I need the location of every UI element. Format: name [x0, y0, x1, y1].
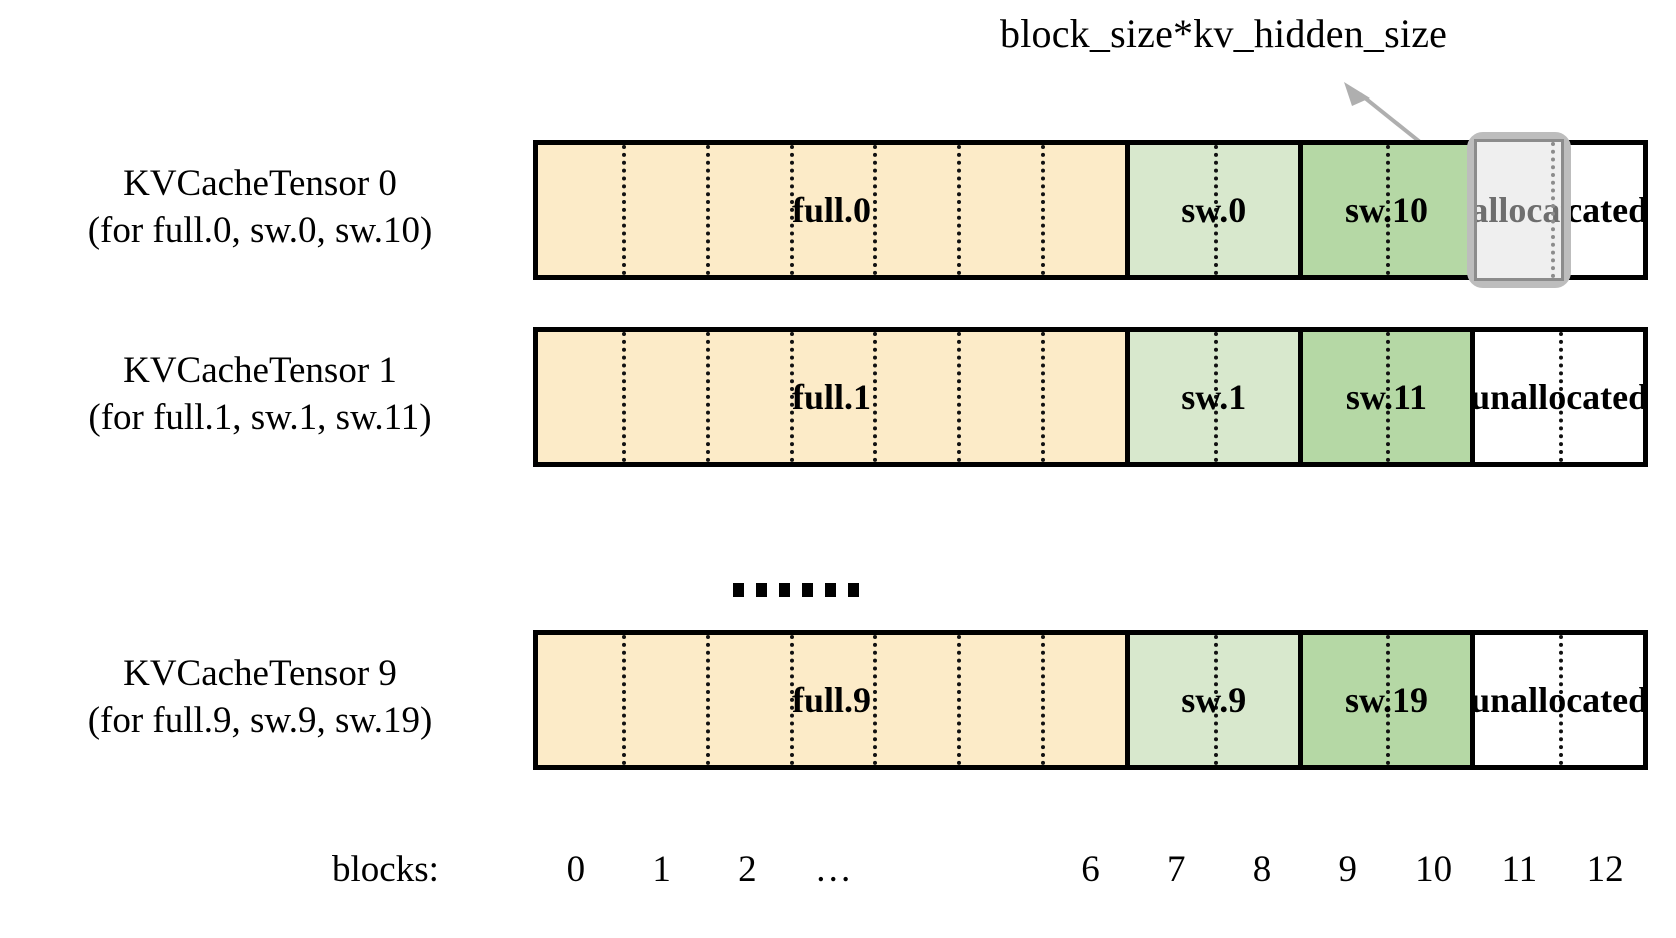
axis-tick-label: 6: [1081, 849, 1100, 890]
axis-tick-label: 1: [652, 849, 671, 890]
segment-label: unallocated: [1470, 680, 1643, 720]
block-divider: [1551, 142, 1556, 278]
block-divider: [1386, 332, 1391, 462]
sw-dark-segment[interactable]: sw.19: [1297, 635, 1471, 765]
sw-light-segment[interactable]: sw.9: [1124, 635, 1298, 765]
tensor-contents: (for full.0, sw.0, sw.10): [87, 210, 433, 251]
block-divider: [789, 332, 794, 462]
axis-tick-label: 12: [1586, 849, 1624, 890]
sw-light-segment[interactable]: sw.1: [1124, 332, 1298, 462]
block-divider: [705, 332, 710, 462]
highlighted-block-label: unallocated: [1477, 190, 1561, 230]
unallocated-segment[interactable]: unallocated: [1470, 332, 1643, 462]
block-divider: [621, 145, 626, 275]
highlighted-block-inner: unallocated: [1474, 139, 1565, 281]
block-divider: [1559, 332, 1564, 462]
block-divider: [705, 145, 710, 275]
unallocated-segment[interactable]: unallocated: [1470, 635, 1643, 765]
block-divider: [1041, 635, 1046, 765]
segment-label: full.0: [791, 190, 871, 230]
block-divider: [789, 145, 794, 275]
block-divider: [1386, 145, 1391, 275]
block-divider: [957, 635, 962, 765]
axis-tick-label: …: [814, 849, 852, 890]
axis-tick-label: 9: [1338, 849, 1358, 890]
full-segment[interactable]: full.9: [538, 635, 1125, 765]
tensor-row-label: KVCacheTensor 1 (for full.1, sw.1, sw.11): [10, 347, 510, 441]
block-divider: [873, 332, 878, 462]
block-divider: [1559, 635, 1564, 765]
sw-dark-segment[interactable]: sw.11: [1297, 332, 1471, 462]
block-divider: [1041, 145, 1046, 275]
tensor-name: KVCacheTensor 0: [123, 163, 397, 204]
block-divider: [1213, 635, 1218, 765]
tensor-contents: (for full.1, sw.1, sw.11): [88, 397, 432, 438]
segment-label: unallocated: [1470, 377, 1643, 417]
axis-tick-label: 2: [738, 849, 757, 890]
axis-tick-label: 0: [566, 849, 586, 890]
tensor-row-label: KVCacheTensor 9 (for full.9, sw.9, sw.19): [10, 650, 510, 744]
block-divider: [621, 635, 626, 765]
sw-dark-segment[interactable]: sw.10: [1297, 145, 1471, 275]
block-divider: [957, 332, 962, 462]
block-divider: [957, 145, 962, 275]
segment-label: full.1: [791, 377, 871, 417]
axis-tick-label: 10: [1415, 849, 1453, 890]
full-segment[interactable]: full.1: [538, 332, 1125, 462]
block-divider: [873, 145, 878, 275]
block-divider: [705, 635, 710, 765]
axis-tick-label: 8: [1252, 849, 1272, 890]
axis-caption: blocks:: [332, 849, 439, 890]
block-divider: [1041, 332, 1046, 462]
segment-label: full.9: [791, 680, 871, 720]
callout-label: block_size*kv_hidden_size: [1000, 11, 1448, 56]
block-divider: [873, 635, 878, 765]
axis-tick-label: 7: [1167, 849, 1186, 890]
rows-ellipsis: [733, 583, 859, 597]
block-divider: [1213, 145, 1218, 275]
full-segment[interactable]: full.0: [538, 145, 1125, 275]
block-divider: [1386, 635, 1391, 765]
axis-tick-label: 11: [1501, 849, 1538, 890]
highlighted-block[interactable]: unallocated: [1467, 132, 1572, 288]
sw-light-segment[interactable]: sw.0: [1124, 145, 1298, 275]
block-divider: [789, 635, 794, 765]
tensor-name: KVCacheTensor 9: [123, 653, 397, 694]
block-divider: [621, 332, 626, 462]
tensor-name: KVCacheTensor 1: [123, 350, 397, 391]
tensor-row-label: KVCacheTensor 0 (for full.0, sw.0, sw.10): [10, 160, 510, 254]
block-divider: [1213, 332, 1218, 462]
tensor-contents: (for full.9, sw.9, sw.19): [87, 700, 433, 741]
